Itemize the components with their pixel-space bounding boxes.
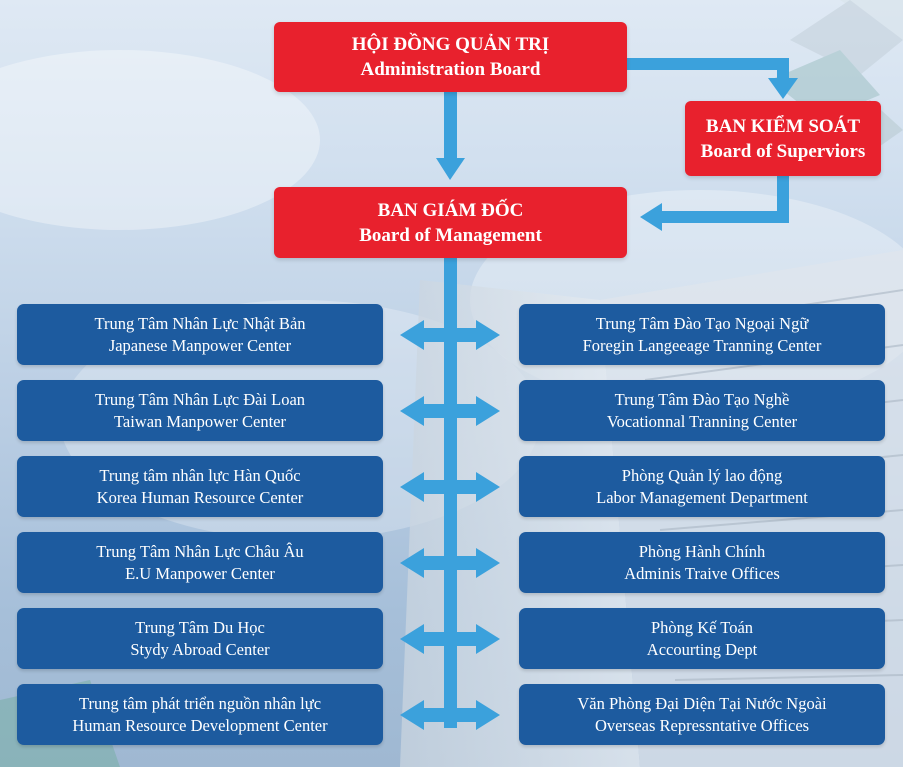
unit-en: Accourting Dept	[646, 639, 758, 659]
unit-study-abroad: Trung Tâm Du Học Stydy Abroad Center	[17, 608, 383, 669]
unit-foreign-language-training: Trung Tâm Đào Tạo Ngoại Ngữ Foregin Lang…	[519, 304, 885, 365]
management-board-en: Board of Management	[359, 224, 542, 246]
unit-en: Foregin Langeeage Tranning Center	[582, 335, 822, 355]
arrow-admin-to-supervisors	[768, 78, 798, 99]
unit-korea-human-resource: Trung tâm nhân lực Hàn Quốc Korea Human …	[17, 456, 383, 517]
unit-vi: Trung Tâm Đào Tạo Ngoại Ngữ	[595, 313, 809, 333]
supervisors-board-box: BAN KIỂM SOÁT Board of Superviors	[685, 101, 881, 176]
management-board-box: BAN GIÁM ĐỐC Board of Management	[274, 187, 627, 258]
unit-administrative-offices: Phòng Hành Chính Adminis Traive Offices	[519, 532, 885, 593]
unit-vi: Trung Tâm Đào Tạo Nghề	[614, 389, 790, 409]
arrow-supervisors-to-management	[640, 203, 662, 231]
management-board-vi: BAN GIÁM ĐỐC	[377, 199, 524, 221]
unit-en: Adminis Traive Offices	[624, 563, 780, 583]
unit-en: E.U Manpower Center	[125, 563, 275, 583]
unit-taiwan-manpower: Trung Tâm Nhân Lực Đài Loan Taiwan Manpo…	[17, 380, 383, 441]
unit-labor-management: Phòng Quản lý lao động Labor Management …	[519, 456, 885, 517]
unit-vi: Trung Tâm Du Học	[135, 617, 265, 637]
unit-vi: Trung Tâm Nhân Lực Đài Loan	[94, 389, 306, 409]
unit-vi: Phòng Quản lý lao động	[621, 465, 783, 485]
unit-japanese-manpower: Trung Tâm Nhân Lực Nhật Bản Japanese Man…	[17, 304, 383, 365]
unit-overseas-offices: Văn Phòng Đại Diện Tại Nước Ngoài Overse…	[519, 684, 885, 745]
unit-vi: Trung tâm nhân lực Hàn Quốc	[99, 465, 301, 485]
unit-vi: Trung tâm phát triển nguồn nhân lực	[78, 693, 322, 713]
unit-vi: Phòng Hành Chính	[638, 541, 766, 561]
double-arrow-3	[400, 472, 500, 502]
administration-board-box: HỘI ĐỒNG QUẢN TRỊ Administration Board	[274, 22, 627, 92]
unit-eu-manpower: Trung Tâm Nhân Lực Châu Âu E.U Manpower …	[17, 532, 383, 593]
unit-en: Human Resource Development Center	[72, 715, 328, 735]
unit-vocational-training: Trung Tâm Đào Tạo Nghề Vocationnal Trann…	[519, 380, 885, 441]
administration-board-en: Administration Board	[360, 59, 541, 80]
unit-vi: Trung Tâm Nhân Lực Châu Âu	[96, 541, 304, 561]
double-arrow-2	[400, 396, 500, 426]
unit-en: Vocationnal Tranning Center	[606, 411, 798, 431]
supervisors-board-en: Board of Superviors	[700, 140, 866, 162]
double-arrow-6	[400, 700, 500, 730]
unit-vi: Phòng Kế Toán	[650, 617, 754, 637]
unit-en: Stydy Abroad Center	[130, 639, 270, 659]
unit-en: Taiwan Manpower Center	[113, 411, 287, 431]
double-arrow-1	[400, 320, 500, 350]
unit-vi: Trung Tâm Nhân Lực Nhật Bản	[94, 313, 306, 333]
double-arrow-4	[400, 548, 500, 578]
unit-accounting-dept: Phòng Kế Toán Accourting Dept	[519, 608, 885, 669]
supervisors-board-vi: BAN KIỂM SOÁT	[705, 115, 861, 137]
unit-hr-development: Trung tâm phát triển nguồn nhân lực Huma…	[17, 684, 383, 745]
administration-board-vi: HỘI ĐỒNG QUẢN TRỊ	[351, 34, 550, 55]
unit-en: Overseas Repressntative Offices	[594, 715, 810, 735]
double-arrow-5	[400, 624, 500, 654]
unit-vi: Văn Phòng Đại Diện Tại Nước Ngoài	[577, 693, 827, 713]
unit-en: Korea Human Resource Center	[96, 487, 304, 507]
unit-en: Japanese Manpower Center	[108, 335, 292, 355]
arrow-admin-to-management	[436, 158, 465, 180]
unit-en: Labor Management Department	[596, 487, 808, 507]
